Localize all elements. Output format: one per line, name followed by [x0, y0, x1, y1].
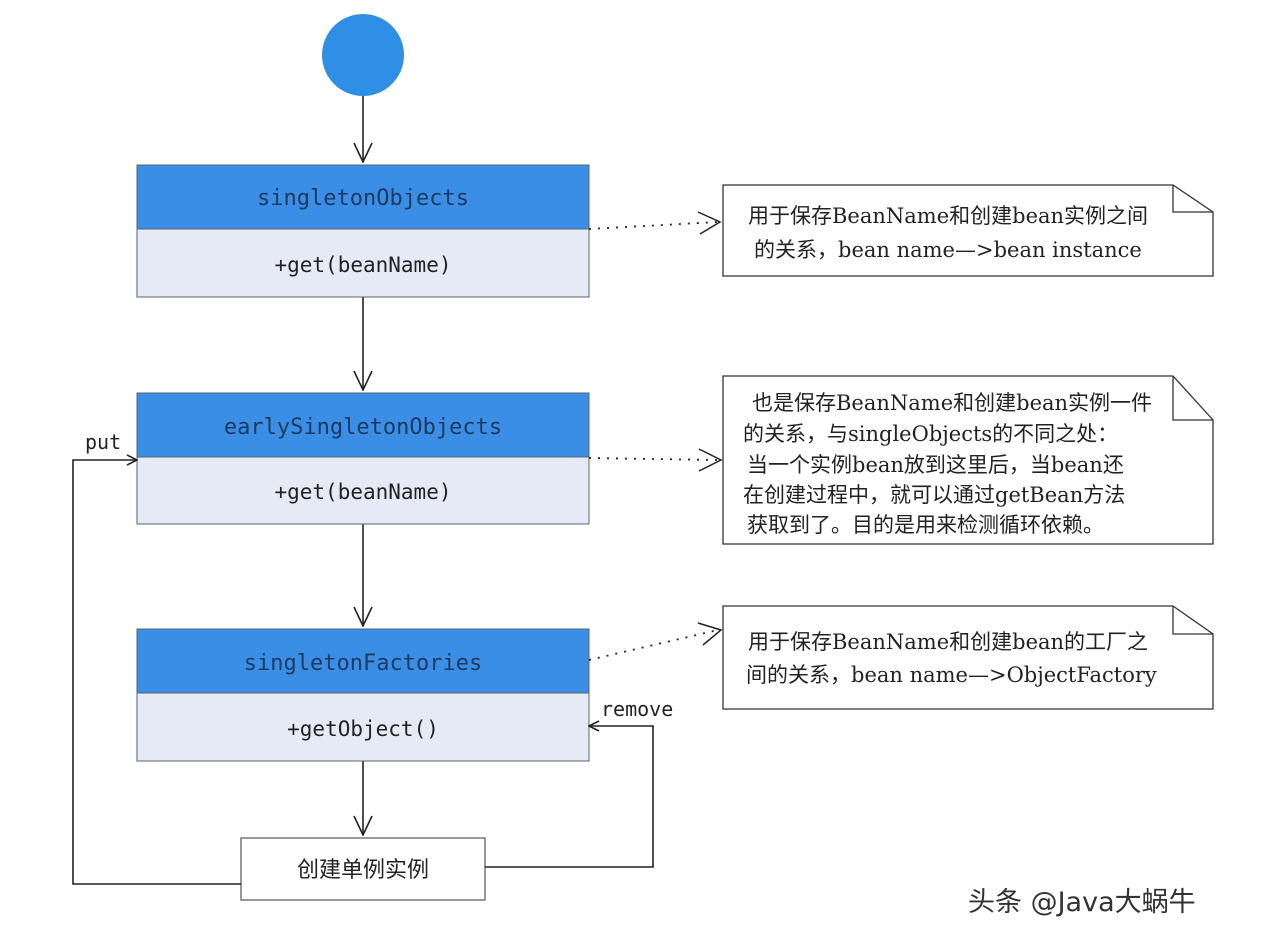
remove-connector	[485, 726, 654, 868]
note-line: 间的关系，bean name—>ObjectFactory	[746, 663, 1157, 687]
class-name: singletonFactories	[244, 651, 482, 676]
class-body	[136, 228, 590, 298]
remove-label: remove	[601, 697, 673, 721]
note-connector-3-arrow	[697, 622, 723, 646]
class-box-singleton-factories: singletonFactories +getObject()	[136, 628, 590, 762]
note-singleton-factories: 用于保存BeanName和创建bean的工厂之 间的关系，bean name—>…	[722, 605, 1214, 710]
class-name: singletonObjects	[257, 186, 469, 211]
create-singleton-action: 创建单例实例	[240, 837, 486, 901]
class-header	[136, 164, 590, 230]
class-method: +get(beanName)	[274, 253, 451, 277]
note-line: 的关系，与singleObjects的不同之处：	[743, 422, 1118, 446]
class-body	[136, 456, 590, 525]
note-line: 当一个实例bean放到这里后，当bean还	[747, 453, 1124, 477]
note-line: 的关系，bean name—>bean instance	[754, 238, 1142, 262]
class-box-early-singleton-objects: earlySingletonObjects +get(beanName)	[136, 392, 590, 525]
note-early-singleton-objects: 也是保存BeanName和创建bean实例一件 的关系，与singleObjec…	[722, 375, 1214, 545]
note-line: 在创建过程中，就可以通过getBean方法	[743, 483, 1125, 507]
note-connector-2-arrow	[698, 448, 723, 472]
note-line: 也是保存BeanName和创建bean实例一件	[752, 391, 1152, 415]
note-connector-1	[588, 221, 719, 230]
class-header	[136, 628, 590, 694]
put-connector	[72, 460, 241, 885]
class-method: +get(beanName)	[274, 480, 451, 504]
class-header	[136, 392, 590, 458]
put-label: put	[85, 430, 121, 454]
note-connector-3	[588, 629, 719, 661]
class-box-singleton-objects: singletonObjects +get(beanName)	[136, 164, 590, 298]
note-line: 用于保存BeanName和创建bean的工厂之	[748, 630, 1148, 654]
action-label: 创建单例实例	[297, 858, 429, 883]
note-line: 用于保存BeanName和创建bean实例之间	[748, 204, 1148, 228]
class-body	[136, 692, 590, 762]
class-method: +getObject()	[287, 717, 439, 741]
note-line: 获取到了。目的是用来检测循环依赖。	[747, 513, 1104, 537]
note-singleton-objects: 用于保存BeanName和创建bean实例之间 的关系，bean name—>b…	[722, 184, 1214, 277]
note-connector-1-arrow	[697, 211, 722, 235]
watermark: 头条 @Java大蜗牛	[968, 887, 1196, 918]
start-node	[322, 14, 404, 96]
class-name: earlySingletonObjects	[224, 415, 502, 440]
note-connector-2	[588, 457, 719, 461]
